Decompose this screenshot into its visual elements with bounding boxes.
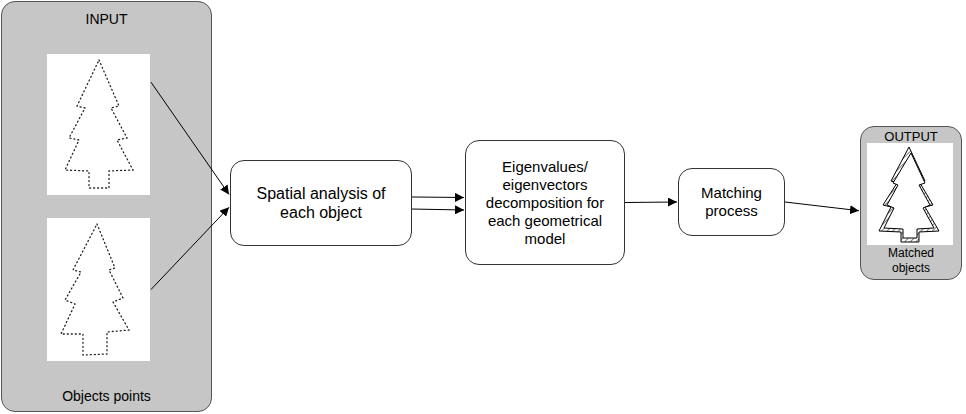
flow-arrow [625, 202, 677, 204]
flow-arrow [412, 209, 464, 211]
process-label: Spatial analysis of each object [241, 184, 401, 222]
process-box: Eigenvalues/ eigenvectors decomposition … [465, 140, 625, 265]
process-label: Eigenvalues/ eigenvectors decomposition … [474, 158, 616, 248]
input-object-image [47, 218, 150, 361]
panel-label: Objects points [62, 388, 151, 405]
panel-label: Matched objects [880, 246, 942, 275]
output-panel: OUTPUT Matched objects [860, 126, 962, 280]
panel-label: INPUT [86, 11, 128, 28]
process-box: Matching process [678, 168, 785, 236]
process-label: Matching process [685, 184, 778, 220]
flow-arrow [785, 202, 859, 211]
input-panel: INPUT Objects points [1, 1, 212, 412]
process-box: Spatial analysis of each object [230, 160, 412, 246]
flow-arrow [151, 82, 229, 194]
panel-label: OUTPUT [884, 129, 937, 145]
input-object-image [47, 54, 150, 195]
flow-arrow [151, 207, 229, 289]
matched-object-image [867, 143, 953, 245]
flow-arrow [412, 196, 464, 198]
